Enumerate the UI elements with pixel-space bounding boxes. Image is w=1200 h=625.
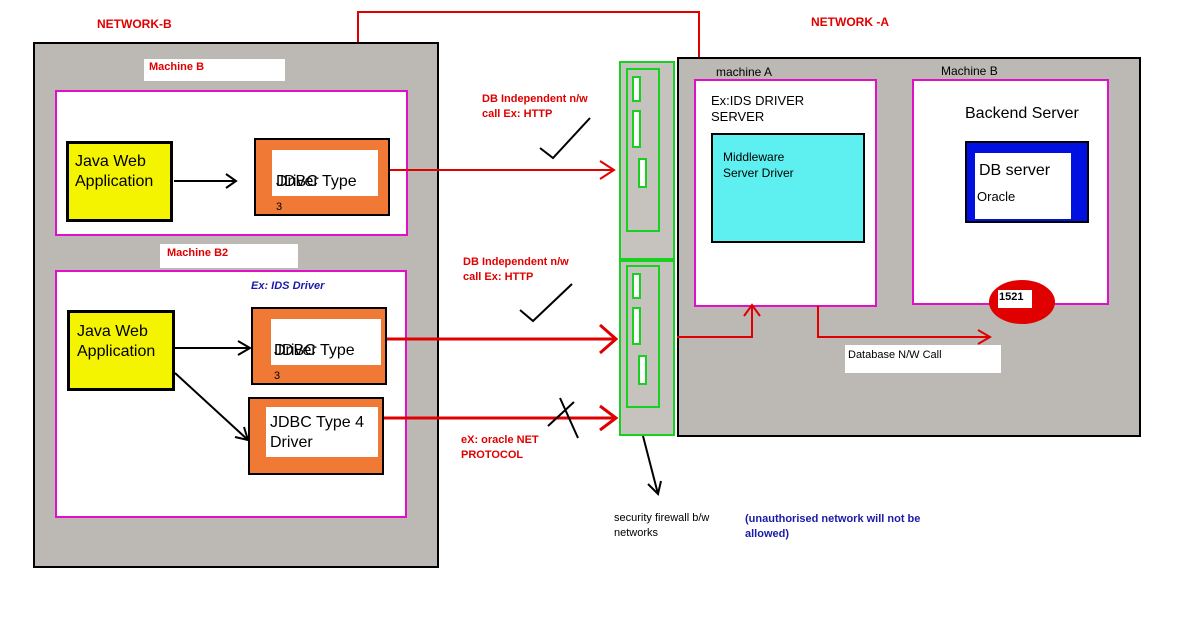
network-b-label: NETWORK-B [97,17,172,31]
backend-machine-b-label: Machine B [941,64,998,78]
arrow-head [977,329,992,345]
firewall-slot [632,307,641,345]
arrow-head [234,426,250,442]
middleware-label: Middleware Server Driver [723,150,794,180]
jdbc-type3-sub-b2: 3 [274,370,281,382]
machine-b-tag [144,59,285,81]
cross-mark [547,401,575,427]
network-a-label: NETWORK -A [811,15,889,29]
port-badge-inner [998,290,1032,308]
jdbc-type3-inner-b2 [271,319,381,365]
arrow-head [599,404,619,432]
arrow-db-call [817,306,990,338]
arrow-head [743,303,761,317]
firewall-note: (unauthorised network will not be allowe… [745,513,921,540]
arrow-java-to-jdbc4 [174,372,249,441]
machine-a-label: machine A [716,65,773,79]
firewall-label: security firewall b/w networks [614,512,710,539]
machine-b-label: Machine B [149,61,205,73]
arrow-head [599,160,616,180]
db-server-label: DB server [979,162,1051,179]
oracle-net-label: eX: oracle NET PROTOCOL [461,434,539,461]
java-web-app-label-b: Java Web Application [75,153,154,190]
arrow-head [647,480,662,496]
tick-mark-top [539,117,591,160]
jdbc-type3-text-b: JDBC Type 3 [276,152,357,213]
firewall-slot [638,355,647,385]
arrow-head [599,323,619,355]
jdbc-type3-inner-b [272,150,378,196]
machine-b2-sublabel: Ex: IDS Driver [251,280,325,292]
db-server-box: DB server Oracle [965,141,1089,223]
arrow-firewall-to-machine-a [677,305,753,338]
jdbc-type3-box-b2: JDBC Type 3 Driver [251,307,387,385]
java-web-app-box-b: Java Web Application [66,141,173,222]
arrow-head [237,340,252,356]
db-call-label: Database N/W Call [848,349,942,361]
port-label: 1521 [999,291,1024,303]
port-badge: 1521 [989,280,1055,324]
machine-b2-tag [160,244,298,268]
firewall-slot [632,273,641,299]
jdbc-type3-driver-b2: Driver [274,342,317,359]
firewall-slot [632,76,641,102]
ids-driver-server-title: Ex:IDS DRIVER SERVER [711,93,805,124]
java-web-app-box-b2: Java Web Application [67,310,175,391]
machine-b2-label: Machine B2 [167,247,229,259]
firewall-slot [632,110,641,148]
arrow-head [225,173,238,189]
http-mid-label: DB Independent n/w call Ex: HTTP [463,256,569,283]
network-link [357,11,700,57]
jdbc-type3-driver-b: Driver [276,173,319,190]
jdbc-type4-inner [266,407,378,457]
java-web-app-label-b2: Java Web Application [77,323,156,360]
db-call-tag [845,345,1001,373]
jdbc-type3-sub-b: 3 [276,201,283,213]
firewall-top-inner [626,68,660,232]
jdbc-type3-main-b2: JDBC Type [274,342,355,359]
jdbc-type3-main-b: JDBC Type [276,173,357,190]
db-server-inner [975,153,1071,219]
jdbc-type3-box-b: JDBC Type 3 Driver [254,138,390,216]
tick-mark-mid [519,283,573,323]
jdbc-type3-text-b2: JDBC Type 3 [274,321,355,382]
jdbc-type4-box: JDBC Type 4 Driver [248,397,384,475]
backend-server-title: Backend Server [965,105,1079,122]
cross-mark [559,397,579,439]
middleware-box: Middleware Server Driver [711,133,865,243]
http-top-label: DB Independent n/w call Ex: HTTP [482,93,588,120]
jdbc-type4-label: JDBC Type 4 Driver [270,414,364,451]
db-name-label: Oracle [977,189,1016,204]
firewall-slot [638,158,647,188]
firewall-pointer [642,435,659,495]
